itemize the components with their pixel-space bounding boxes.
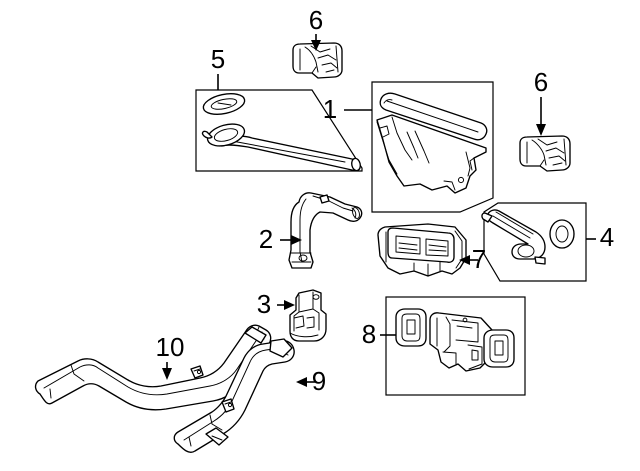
callout-label-8: 8 [362, 319, 376, 349]
callout-arrowhead-6-right [536, 124, 546, 136]
callout-1[interactable]: 1 [323, 94, 372, 124]
callout-6-right[interactable]: 6 [534, 67, 548, 136]
part-3-duct-bracket [289, 289, 327, 342]
part-7-center-vent-duct [377, 223, 467, 277]
callout-2[interactable]: 2 [259, 224, 302, 254]
callout-label-3: 3 [257, 289, 271, 319]
part-6a-side-defroster-grille [292, 42, 343, 79]
callout-9[interactable]: 9 [296, 366, 326, 396]
callout-7[interactable]: 7 [459, 244, 486, 274]
callout-arrowhead-3 [284, 300, 295, 310]
callout-arrowhead-2 [291, 235, 302, 245]
part-2-side-defroster-duct [288, 192, 363, 269]
callout-10[interactable]: 10 [156, 332, 185, 380]
callout-label-1: 1 [323, 94, 337, 124]
callout-label-4: 4 [600, 222, 614, 252]
callout-arrowhead-10 [162, 368, 172, 380]
part-8-rear-vent-duct-kit [395, 308, 515, 372]
callout-arrowhead-9 [296, 377, 307, 387]
callout-label-6-top: 6 [309, 5, 323, 35]
part-4-duct-and-grommet [481, 209, 575, 265]
part-9-rear-heater-duct-right [173, 338, 295, 453]
callout-label-9: 9 [312, 366, 326, 396]
part-5-defroster-nozzle-duct [201, 93, 361, 172]
callout-label-2: 2 [259, 224, 273, 254]
box-5-defroster-nozzle-duct [195, 89, 363, 172]
callout-label-6-right: 6 [534, 67, 548, 97]
callout-4[interactable]: 4 [586, 222, 614, 252]
part-10-rear-heater-duct-left [34, 324, 272, 411]
callout-label-5: 5 [211, 44, 225, 74]
callout-label-10: 10 [156, 332, 185, 362]
callout-8[interactable]: 8 [362, 319, 396, 349]
callout-label-7: 7 [472, 244, 486, 274]
part-6b-side-defroster-grille [519, 135, 571, 172]
callout-6-top[interactable]: 6 [309, 5, 323, 51]
callout-5[interactable]: 5 [211, 44, 225, 90]
part-1-heater-duct-assembly [376, 92, 488, 194]
callout-3[interactable]: 3 [257, 289, 295, 319]
callout-arrowhead-7 [459, 255, 470, 265]
callout-arrowhead-6-top [311, 40, 321, 51]
